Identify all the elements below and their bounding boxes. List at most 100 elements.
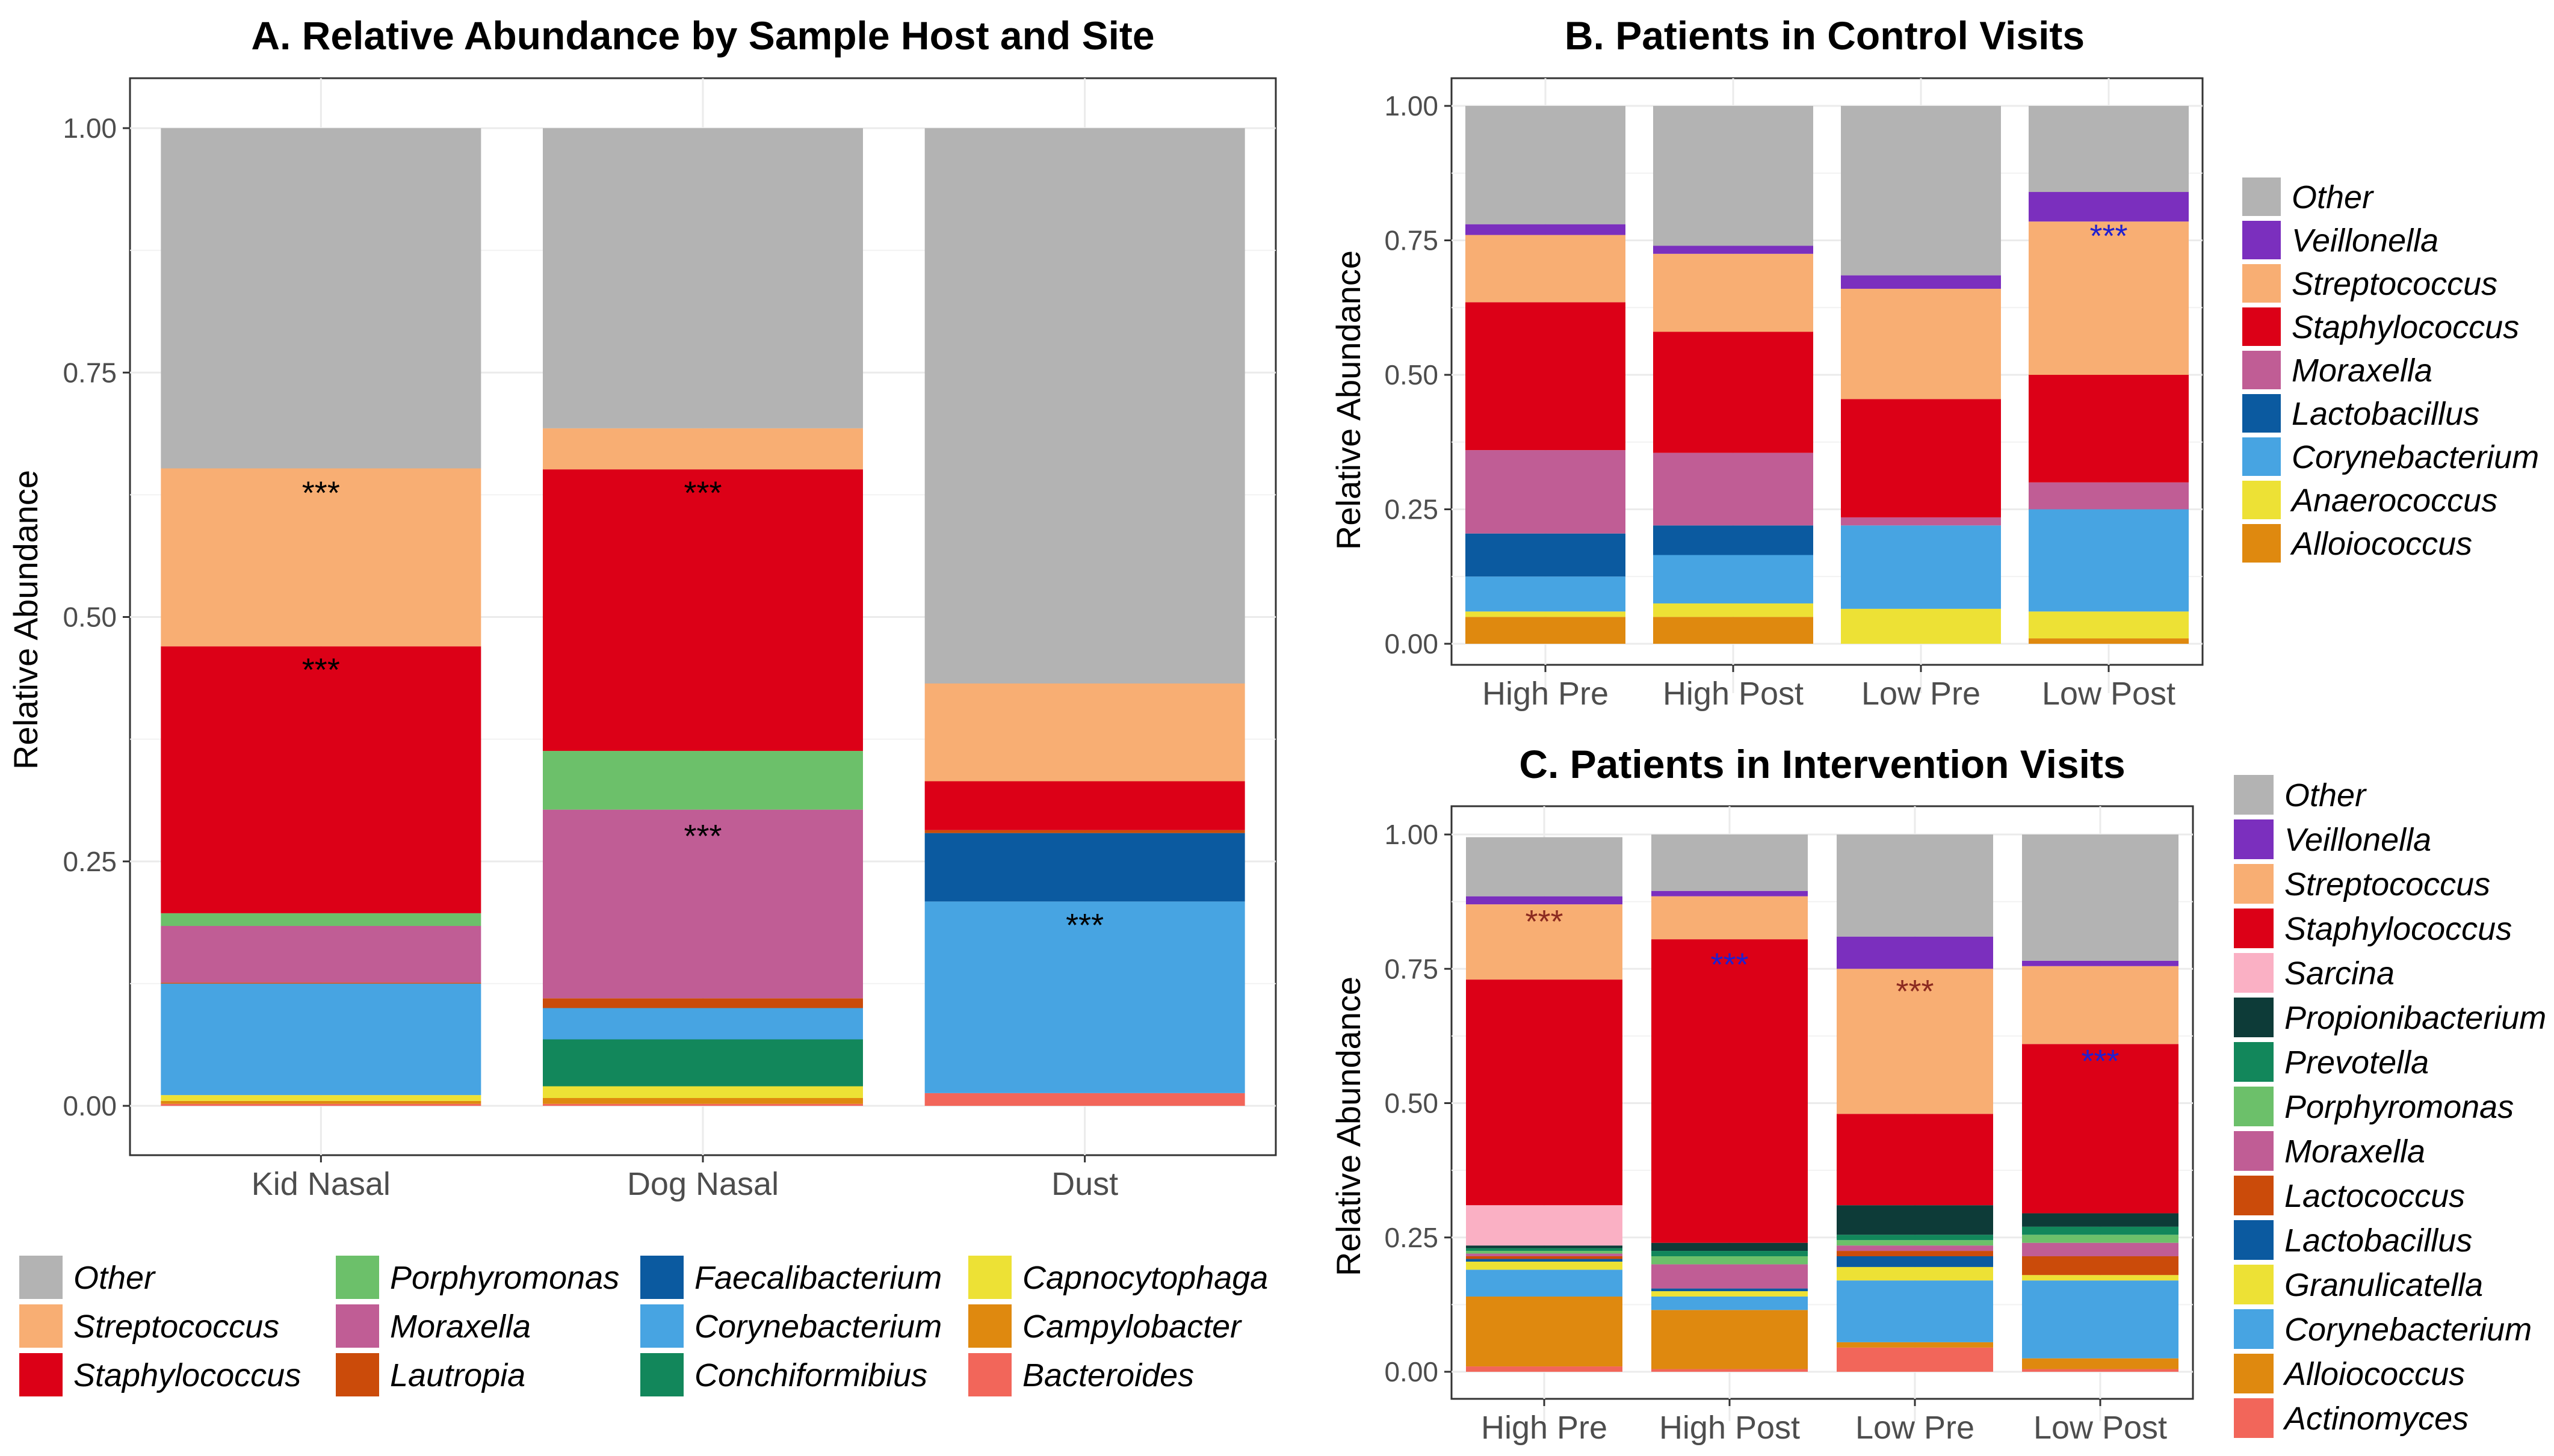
panel-a-legend-label-moraxella: Moraxella: [390, 1309, 531, 1345]
panel-b-bar-high-pre-veillonella: [1465, 224, 1625, 235]
panel-c-bar-low-post-porphyromonas: [2022, 1235, 2178, 1243]
panel-c-bar-high-pre-actinomyces: [1466, 1366, 1622, 1372]
panel-b-y-tick-label: 0.75: [1384, 225, 1438, 256]
panel-a-legend-swatch-faecalibacterium: [640, 1256, 684, 1299]
panel-a-bar-kid-nasal-staphylococcus: [161, 646, 481, 913]
panel-c-legend-label-propionibacterium: Propionibacterium: [2284, 1000, 2546, 1036]
panel-a-legend-swatch-capnocytophaga: [968, 1256, 1012, 1299]
panel-b-legend-label-veillonella: Veillonella: [2292, 223, 2438, 259]
panel-c-legend-swatch-alloiococcus: [2234, 1354, 2274, 1393]
panel-a-bar-kid-nasal-porphyromonas: [161, 913, 481, 926]
panel-b-bar-high-pre-alloiococcus: [1465, 617, 1625, 644]
panel-c-x-tick-label-low-post: Low Post: [2033, 1410, 2167, 1446]
panel-a-legend-swatch-corynebacterium: [640, 1304, 684, 1348]
panel-c-legend-swatch-other: [2234, 775, 2274, 815]
panel-a-bar-kid-nasal-other: [161, 128, 481, 469]
panel-b-y-tick-label: 0.00: [1384, 628, 1438, 659]
panel-b-legend-label-other: Other: [2292, 179, 2374, 215]
panel-c-bar-high-pre-porphyromonas: [1466, 1251, 1622, 1254]
panel-c-significance-marker: ***: [1525, 904, 1563, 940]
panel-b-y-axis-label: Relative Abundance: [1329, 250, 1367, 550]
panel-b-bar-high-pre-anaerococcus: [1465, 611, 1625, 617]
panel-b-bar-high-pre-streptococcus: [1465, 235, 1625, 303]
panel-c-bar-low-post-granulicatella: [2022, 1275, 2178, 1281]
panel-c-bar-low-pre-other: [1837, 834, 1993, 937]
panel-a-legend-swatch-conchiformibius: [640, 1353, 684, 1396]
panel-c-bar-high-post-veillonella: [1651, 890, 1808, 896]
panel-c-bar-low-post-lactococcus: [2022, 1256, 2178, 1276]
panel-a-legend-swatch-porphyromonas: [336, 1256, 379, 1299]
panel-c-bar-low-post-moraxella: [2022, 1242, 2178, 1257]
panel-c-y-axis-label: Relative Abundance: [1329, 976, 1367, 1276]
panel-c-bar-low-pre-moraxella: [1837, 1245, 1993, 1251]
panel-a-bar-kid-nasal-moraxella: [161, 926, 481, 983]
panel-c-bar-low-post-propionibacterium: [2022, 1213, 2178, 1227]
panel-b-bar-low-pre-corynebacterium: [1841, 525, 2001, 609]
panel-a-legend-swatch-streptococcus: [19, 1304, 63, 1348]
panel-c-bar-low-post-streptococcus: [2022, 966, 2178, 1044]
panel-c-bar-high-post-corynebacterium: [1651, 1296, 1808, 1310]
panel-a-legend-label-campylobacter: Campylobacter: [1022, 1309, 1242, 1345]
panel-c-bar-high-pre-veillonella: [1466, 896, 1622, 905]
panel-c-bar-low-pre-lactobacillus: [1837, 1256, 1993, 1267]
panel-c-legend-label-other: Other: [2284, 777, 2367, 813]
panel-b-legend-label-corynebacterium: Corynebacterium: [2292, 439, 2539, 475]
panel-a-significance-marker: ***: [684, 475, 722, 511]
panel-b-bar-low-pre-moraxella: [1841, 517, 2001, 526]
panel-a-y-tick-label: 0.50: [63, 602, 117, 633]
panel-c-legend-swatch-propionibacterium: [2234, 998, 2274, 1037]
panel-c-y-tick-label: 0.25: [1384, 1222, 1438, 1253]
panel-a-bar-dog-nasal-lautropia: [543, 998, 863, 1008]
panel-b-bar-high-post-lactobacillus: [1653, 525, 1813, 555]
panel-b-bar-low-post-other: [2029, 106, 2189, 193]
panel-b-significance-marker: ***: [2089, 218, 2127, 254]
panel-b-legend-label-moraxella: Moraxella: [2292, 353, 2432, 389]
panel-b-bar-low-post-anaerococcus: [2029, 611, 2189, 639]
panel-c-y-tick-label: 0.00: [1384, 1356, 1438, 1387]
panel-a-bar-dog-nasal-porphyromonas: [543, 751, 863, 810]
panel-a-significance-marker: ***: [1066, 907, 1104, 943]
panel-b-bar-high-pre-corynebacterium: [1465, 576, 1625, 612]
panel-b-title: B. Patients in Control Visits: [1565, 13, 2085, 58]
panel-a-bar-dog-nasal-staphylococcus: [543, 469, 863, 751]
panel-b-bar-high-post-anaerococcus: [1653, 603, 1813, 617]
panel-b-legend-swatch-moraxella: [2242, 351, 2281, 389]
panel-c-bar-low-post-alloiococcus: [2022, 1358, 2178, 1369]
panel-c-y-tick-label: 0.50: [1384, 1088, 1438, 1119]
panel-b-legend-swatch-streptococcus: [2242, 264, 2281, 303]
panel-c-bar-low-post-prevotella: [2022, 1226, 2178, 1235]
panel-c-legend-swatch-staphylococcus: [2234, 908, 2274, 948]
panel-c-legend-label-actinomyces: Actinomyces: [2283, 1401, 2469, 1437]
panel-a-legend-swatch-other: [19, 1256, 63, 1299]
panel-a-legend-swatch-staphylococcus: [19, 1353, 63, 1396]
panel-c-x-tick-label-high-post: High Post: [1659, 1410, 1800, 1446]
panel-c-bar-high-post-streptococcus: [1651, 896, 1808, 940]
panel-c-legend-label-porphyromonas: Porphyromonas: [2284, 1089, 2514, 1125]
panel-a-y-tick-label: 0.00: [63, 1090, 117, 1121]
panel-b-legend-swatch-veillonella: [2242, 221, 2281, 259]
panel-b-legend: OtherVeillonellaStreptococcusStaphylococ…: [2242, 177, 2539, 563]
panel-a-y-tick-label: 1.00: [63, 113, 117, 144]
panel-a-x-tick-label-dust: Dust: [1051, 1166, 1118, 1202]
panel-c-legend-swatch-porphyromonas: [2234, 1087, 2274, 1126]
panel-a-title: A. Relative Abundance by Sample Host and…: [251, 13, 1154, 58]
panel-a-y-axis-label: Relative Abundance: [7, 470, 45, 770]
panel-c-bar-high-pre-staphylococcus: [1466, 979, 1622, 1206]
panel-c-significance-marker: ***: [1896, 973, 1934, 1010]
panel-c-significance-marker: ***: [2081, 1043, 2119, 1079]
panel-a-legend-label-conchiformibius: Conchiformibius: [694, 1357, 927, 1393]
panel-c-legend-label-granulicatella: Granulicatella: [2284, 1267, 2483, 1303]
panel-c-bar-low-post-corynebacterium: [2022, 1280, 2178, 1359]
panel-a-legend-swatch-lautropia: [336, 1353, 379, 1396]
panel-b-bar-high-pre-lactobacillus: [1465, 533, 1625, 577]
panel-a-bar-kid-nasal-campylobacter: [161, 1100, 481, 1104]
panel-a-bar-dust-streptococcus: [924, 683, 1245, 782]
panel-c-bar-high-pre-granulicatella: [1466, 1261, 1622, 1270]
panel-b-bar-low-pre-veillonella: [1841, 275, 2001, 289]
panel-c-bar-high-post-propionibacterium: [1651, 1242, 1808, 1251]
panel-c-bar-low-post-other: [2022, 834, 2178, 961]
panel-a-bar-dog-nasal-moraxella: [543, 809, 863, 999]
